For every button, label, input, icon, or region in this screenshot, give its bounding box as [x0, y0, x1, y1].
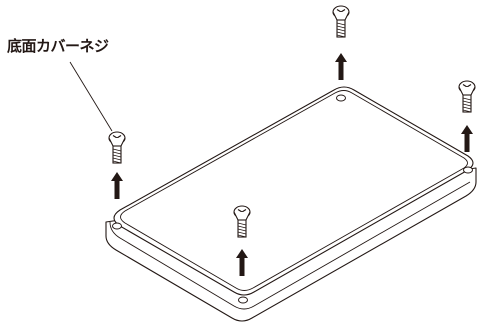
- plate-edge-line: [109, 181, 471, 310]
- screw-holes: [112, 94, 473, 304]
- screw-right: [458, 80, 476, 113]
- callout-leader-line: [69, 61, 113, 132]
- arrow-up-left: [111, 172, 123, 199]
- screw-hole-left: [112, 222, 122, 230]
- callout-label: 底面カバーネジ: [7, 37, 109, 55]
- screw-hole-bottom: [238, 296, 248, 304]
- arrow-up-right: [461, 125, 473, 152]
- screw-left: [108, 131, 126, 164]
- screw-hole-top: [336, 94, 346, 102]
- screw-top: [332, 5, 350, 38]
- bottom-cover-plate: [105, 86, 477, 322]
- arrow-up-top: [335, 53, 347, 80]
- screw-hole-right: [463, 166, 473, 174]
